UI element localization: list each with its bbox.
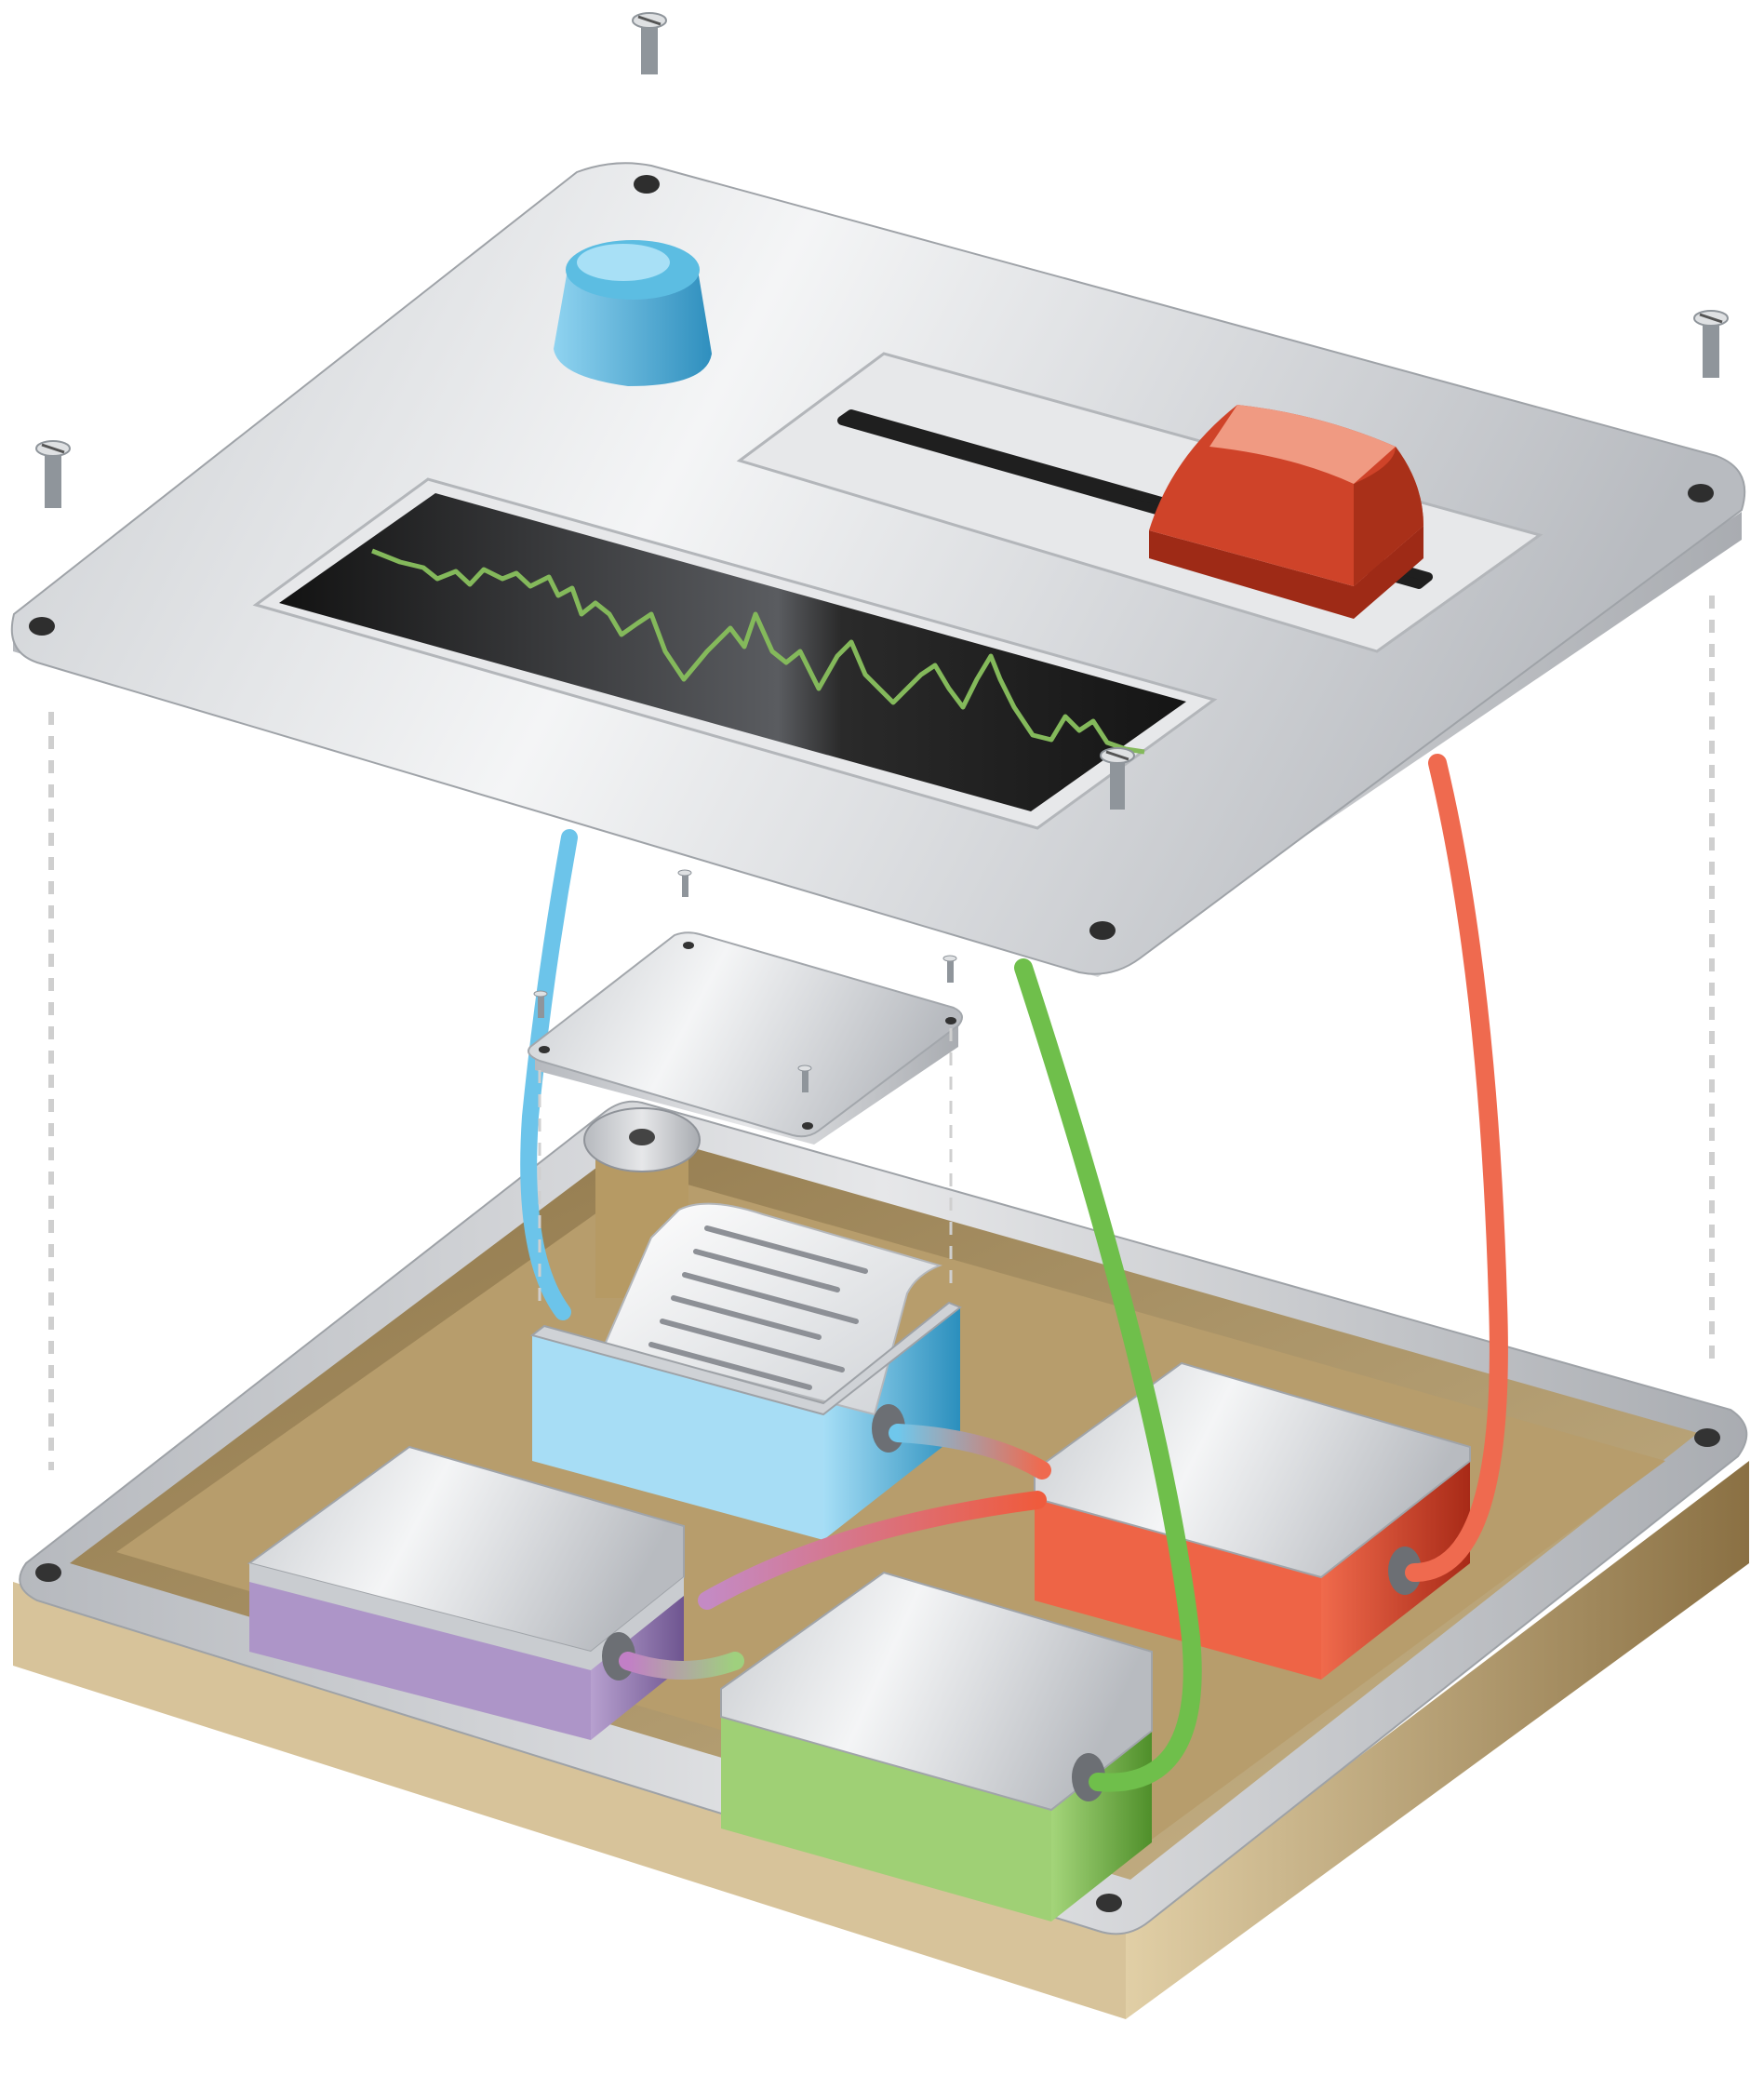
module-red	[1034, 1361, 1471, 1680]
mounting-hole-icon	[35, 1563, 61, 1582]
module-blue	[529, 1202, 962, 1540]
cable-port	[1388, 1547, 1422, 1595]
mounting-hole-icon	[539, 1046, 550, 1053]
mounting-hole-icon	[1096, 1894, 1122, 1912]
mounting-hole-icon	[29, 617, 55, 636]
module-purple	[247, 1445, 685, 1740]
enclosure-cavity-floor	[116, 1174, 1665, 1852]
cable-green-to-panel	[1014, 958, 1202, 1792]
screw-icon	[632, 12, 667, 74]
top-panel-face	[10, 162, 1746, 975]
screws	[35, 12, 1729, 1092]
alignment-guides	[48, 596, 1715, 1470]
mounting-hole-icon	[1694, 1428, 1720, 1447]
cable-blue-to-panel	[520, 829, 578, 1320]
screw-icon	[677, 869, 692, 897]
cable-red-to-purple	[698, 1491, 1047, 1610]
module-cover-plate	[528, 931, 963, 1145]
screw-icon	[797, 1065, 812, 1092]
screw-icon	[1693, 310, 1729, 378]
enclosure-front-wall	[13, 1582, 1126, 2019]
paper-text-lines	[648, 1225, 868, 1390]
mounting-hole-icon	[683, 942, 694, 949]
screw-icon	[533, 990, 548, 1018]
mounting-hole-icon	[1688, 484, 1714, 502]
cable-red-to-panel	[1405, 754, 1508, 1582]
waveform-display	[279, 493, 1186, 811]
mounting-hole-icon	[629, 1129, 655, 1145]
mounting-hole-icon	[802, 1122, 813, 1130]
screw-icon	[942, 955, 957, 983]
top-panel	[10, 162, 1746, 977]
paper-sheet	[603, 1202, 943, 1416]
enclosure-box	[13, 1100, 1749, 2019]
enclosure-right-wall	[1126, 1461, 1749, 2019]
cable-purple-to-green	[619, 1652, 744, 1680]
slider-knob[interactable]	[1149, 405, 1423, 619]
rotary-knob[interactable]	[554, 240, 712, 386]
waveform-trace	[371, 548, 1145, 755]
mounting-hole-icon	[1089, 921, 1116, 940]
cable-blue-to-red	[889, 1424, 1051, 1480]
screw-icon	[1100, 747, 1135, 810]
mounting-hole-icon	[945, 1017, 956, 1024]
screw-icon	[35, 440, 71, 508]
mounting-hole-icon	[634, 175, 660, 194]
